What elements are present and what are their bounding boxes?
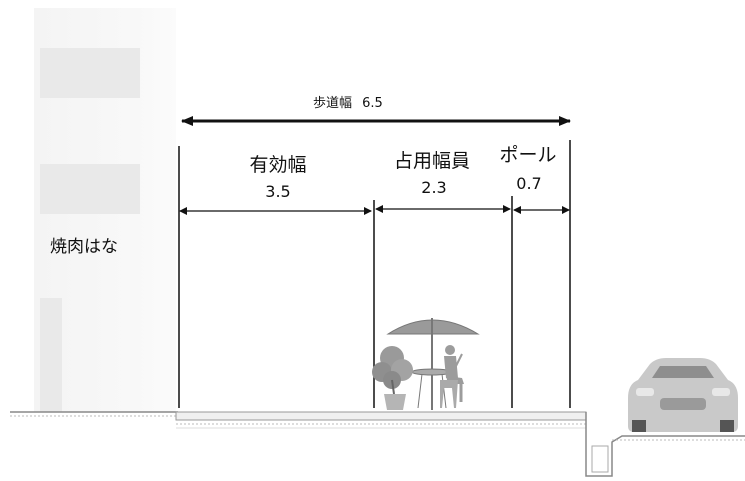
- car-icon: [628, 358, 738, 432]
- ground: [10, 411, 745, 477]
- sidewalk-label-text: 歩道幅: [313, 96, 353, 111]
- zone-label-effective: 有効幅: [249, 154, 307, 176]
- sidewalk-width-label: 歩道幅 6.5: [313, 92, 383, 111]
- potted-plant-icon: [372, 346, 413, 410]
- building-window: [40, 48, 140, 98]
- patio-umbrella-icon: [386, 318, 480, 410]
- building-window: [40, 164, 140, 214]
- building-door: [40, 298, 62, 412]
- zone-value-occupancy: 2.3: [421, 178, 447, 197]
- seated-person-icon: [440, 345, 464, 408]
- shop-building: [34, 8, 176, 412]
- zone-value-effective: 3.5: [265, 182, 291, 201]
- sidewalk-value: 6.5: [362, 96, 383, 111]
- zone-label-occupancy: 占用幅員: [393, 150, 470, 172]
- zone-label-pole: ポール: [499, 144, 557, 166]
- zone-value-pole: 0.7: [516, 174, 542, 193]
- shop-name: 焼肉はな: [50, 237, 118, 257]
